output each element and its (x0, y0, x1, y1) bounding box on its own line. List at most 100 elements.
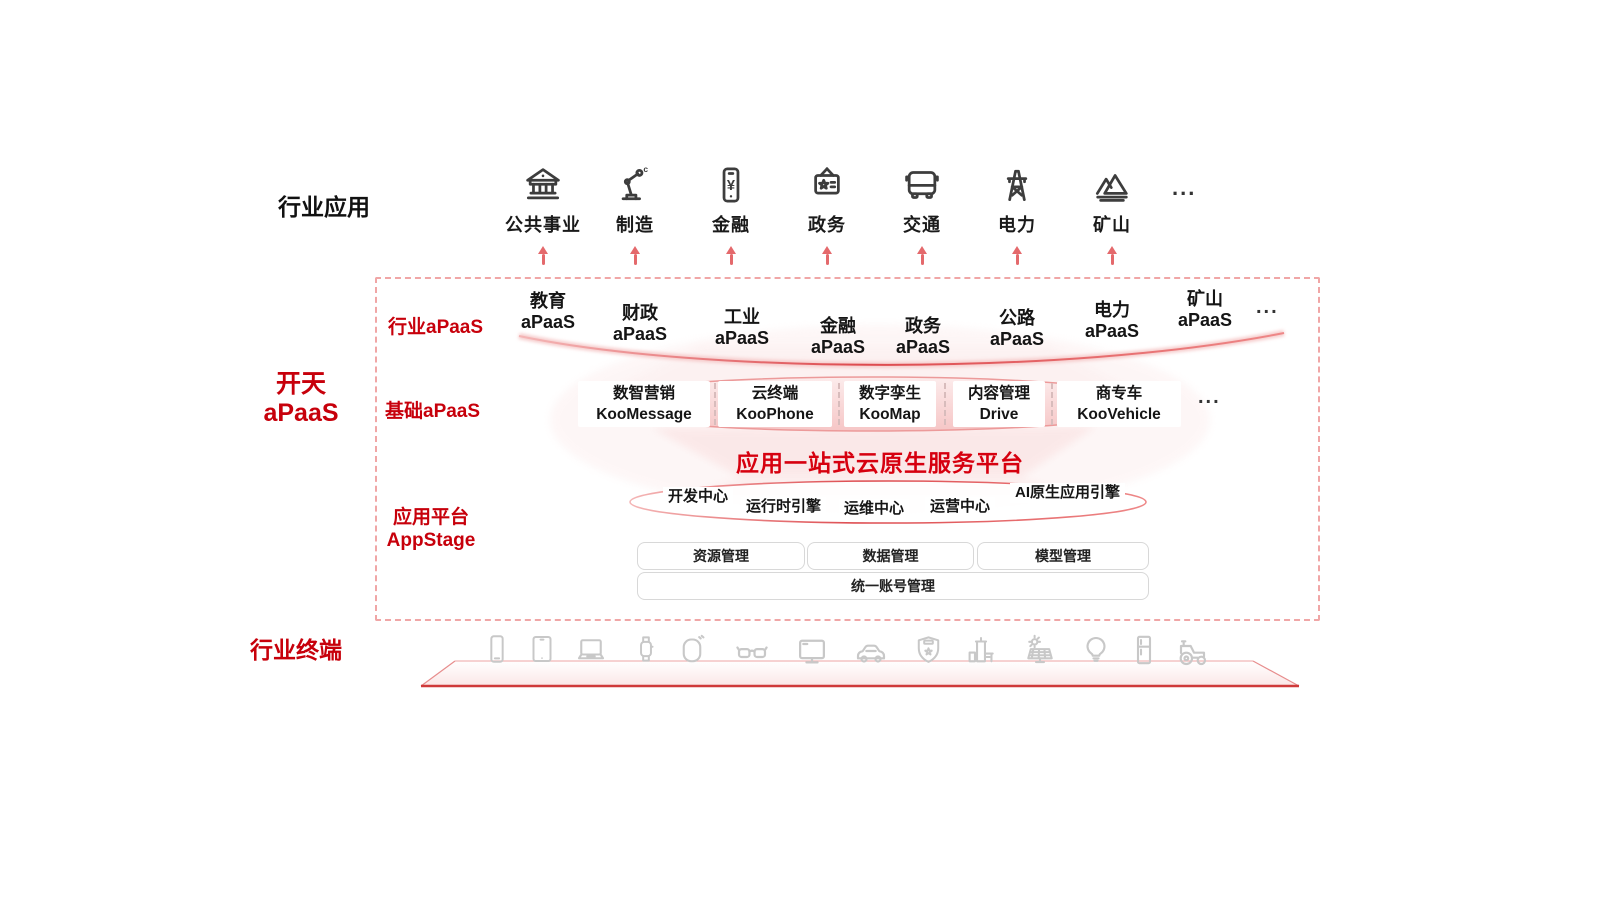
apaas-item-line2: aPaaS (612, 324, 668, 344)
up-arrow-icon (916, 246, 928, 265)
apaas-item-line1: 财政 (622, 303, 658, 323)
model-management-box: 模型管理 (977, 542, 1149, 570)
koophone-box: 云终端 KooPhone (718, 381, 832, 427)
apaas-item-line2: aPaaS (714, 328, 770, 348)
mountain-icon (1062, 163, 1162, 207)
product-name-cn: 商专车 (1095, 385, 1143, 402)
product-name-en: Drive (979, 406, 1019, 423)
product-name-en: KooVehicle (1077, 406, 1161, 423)
apaas-item-industrial: 工业 aPaaS (687, 307, 797, 349)
product-name-cn: 数字孪生 (858, 385, 921, 402)
industry-item-government: 政务 (777, 163, 877, 265)
police-badge-icon (910, 632, 947, 674)
platform-banner: 应用一站式云原生服务平台 (736, 450, 1024, 476)
apaas-item-line2: aPaaS (1177, 310, 1233, 330)
industry-apps-ellipsis: ... (1172, 175, 1197, 200)
module-ops-center: 运维中心 (839, 499, 910, 519)
industry-apaas-ellipsis: ... (1256, 296, 1279, 318)
base-apaas-ellipsis: ... (1198, 386, 1221, 408)
light-bulb-icon (1078, 632, 1114, 673)
apaas-item-mining: 矿山 aPaaS (1150, 289, 1260, 331)
terminals-label: 行业终端 (250, 637, 342, 663)
terminal-plane-right-edge (1252, 660, 1300, 687)
resource-management-box: 资源管理 (637, 542, 805, 570)
industry-item-transport: 交通 (872, 163, 972, 265)
kaitian-apaas-label: 开天 aPaaS (246, 370, 356, 428)
industry-item-label: 制造 (616, 215, 654, 235)
unified-account-box: 统一账号管理 (637, 572, 1149, 600)
industry-item-label: 矿山 (1093, 215, 1131, 235)
appstage-label-line2: AppStage (386, 530, 476, 551)
apaas-item-line1: 公路 (999, 308, 1035, 328)
bank-icon (493, 163, 593, 207)
product-name-cn: 数智营销 (612, 385, 675, 402)
smartphone-icon (480, 632, 514, 671)
industry-item-label: 公共事业 (505, 215, 581, 235)
tractor-icon (1173, 632, 1213, 677)
kaitian-apaas-box (375, 277, 1320, 621)
smart-glasses-icon (733, 632, 771, 675)
robot-arm-icon: c (585, 163, 685, 207)
up-arrow-icon (1106, 246, 1118, 265)
industry-item-utilities: 公共事业 (493, 163, 593, 265)
koomap-box: 数字孪生 KooMap (844, 381, 936, 427)
product-name-en: KooMessage (596, 406, 692, 423)
drive-box: 内容管理 Drive (953, 381, 1045, 427)
product-name-cn: 云终端 (751, 385, 799, 402)
checkpoint-gate-icon (962, 632, 1000, 675)
terminal-plane-left-edge (420, 660, 456, 687)
module-ai-native-engine: AI原生应用引擎 (1010, 483, 1126, 503)
module-runtime-engine: 运行时引擎 (741, 497, 827, 517)
up-arrow-icon (725, 246, 737, 265)
car-icon (851, 632, 891, 677)
laptop-icon (573, 632, 609, 673)
solar-panel-icon (1021, 632, 1059, 675)
svg-text:c: c (643, 164, 648, 174)
monitor-icon (793, 632, 831, 675)
smartwatch-icon (629, 632, 663, 671)
power-tower-icon (967, 163, 1067, 207)
data-management-box: 数据管理 (807, 542, 974, 570)
appstage-label-line1: 应用平台 (392, 507, 469, 528)
industry-item-label: 电力 (998, 215, 1036, 235)
apaas-item-highway: 公路 aPaaS (962, 308, 1072, 350)
appstage-label: 应用平台 AppStage (376, 506, 486, 552)
module-operation-center: 运营中心 (925, 497, 996, 517)
industry-item-label: 交通 (903, 215, 941, 235)
kaitian-apaas-label-line1: 开天 (275, 370, 326, 398)
bus-icon (872, 163, 972, 207)
koomessage-box: 数智营销 KooMessage (578, 381, 710, 427)
up-arrow-icon (1011, 246, 1023, 265)
up-arrow-icon (537, 246, 549, 265)
industry-apps-label: 行业应用 (278, 194, 370, 220)
koovehicle-box: 商专车 KooVehicle (1057, 381, 1181, 427)
apaas-item-line1: 矿山 (1187, 289, 1223, 309)
svg-text:¥: ¥ (727, 178, 736, 194)
dashed-separator (1051, 383, 1053, 425)
industry-item-mining: 矿山 (1062, 163, 1162, 265)
refrigerator-icon (1126, 632, 1162, 673)
product-name-cn: 内容管理 (967, 385, 1030, 402)
industry-item-finance: ¥ 金融 (681, 163, 781, 265)
apaas-item-fiscal: 财政 aPaaS (585, 303, 695, 345)
industry-item-label: 金融 (712, 215, 750, 235)
apaas-item-line1: 工业 (724, 307, 760, 327)
industry-item-manufacturing: c 制造 (585, 163, 685, 265)
tablet-icon (525, 632, 559, 671)
module-dev-center: 开发中心 (663, 487, 734, 507)
kaitian-apaas-label-line2: aPaaS (263, 399, 339, 427)
apaas-item-line2: aPaaS (989, 329, 1045, 349)
industry-item-power: 电力 (967, 163, 1067, 265)
industry-apaas-label: 行业aPaaS (388, 317, 484, 338)
smart-speaker-icon (674, 632, 710, 673)
product-name-en: KooMap (859, 406, 921, 423)
product-name-en: KooPhone (736, 406, 814, 423)
apaas-item-line1: 电力 (1094, 300, 1130, 320)
up-arrow-icon (629, 246, 641, 265)
dashed-separator (944, 383, 946, 425)
base-apaas-label: 基础aPaaS (385, 401, 481, 422)
dashed-separator (714, 383, 716, 425)
apaas-item-line1: 教育 (530, 291, 566, 311)
up-arrow-icon (821, 246, 833, 265)
